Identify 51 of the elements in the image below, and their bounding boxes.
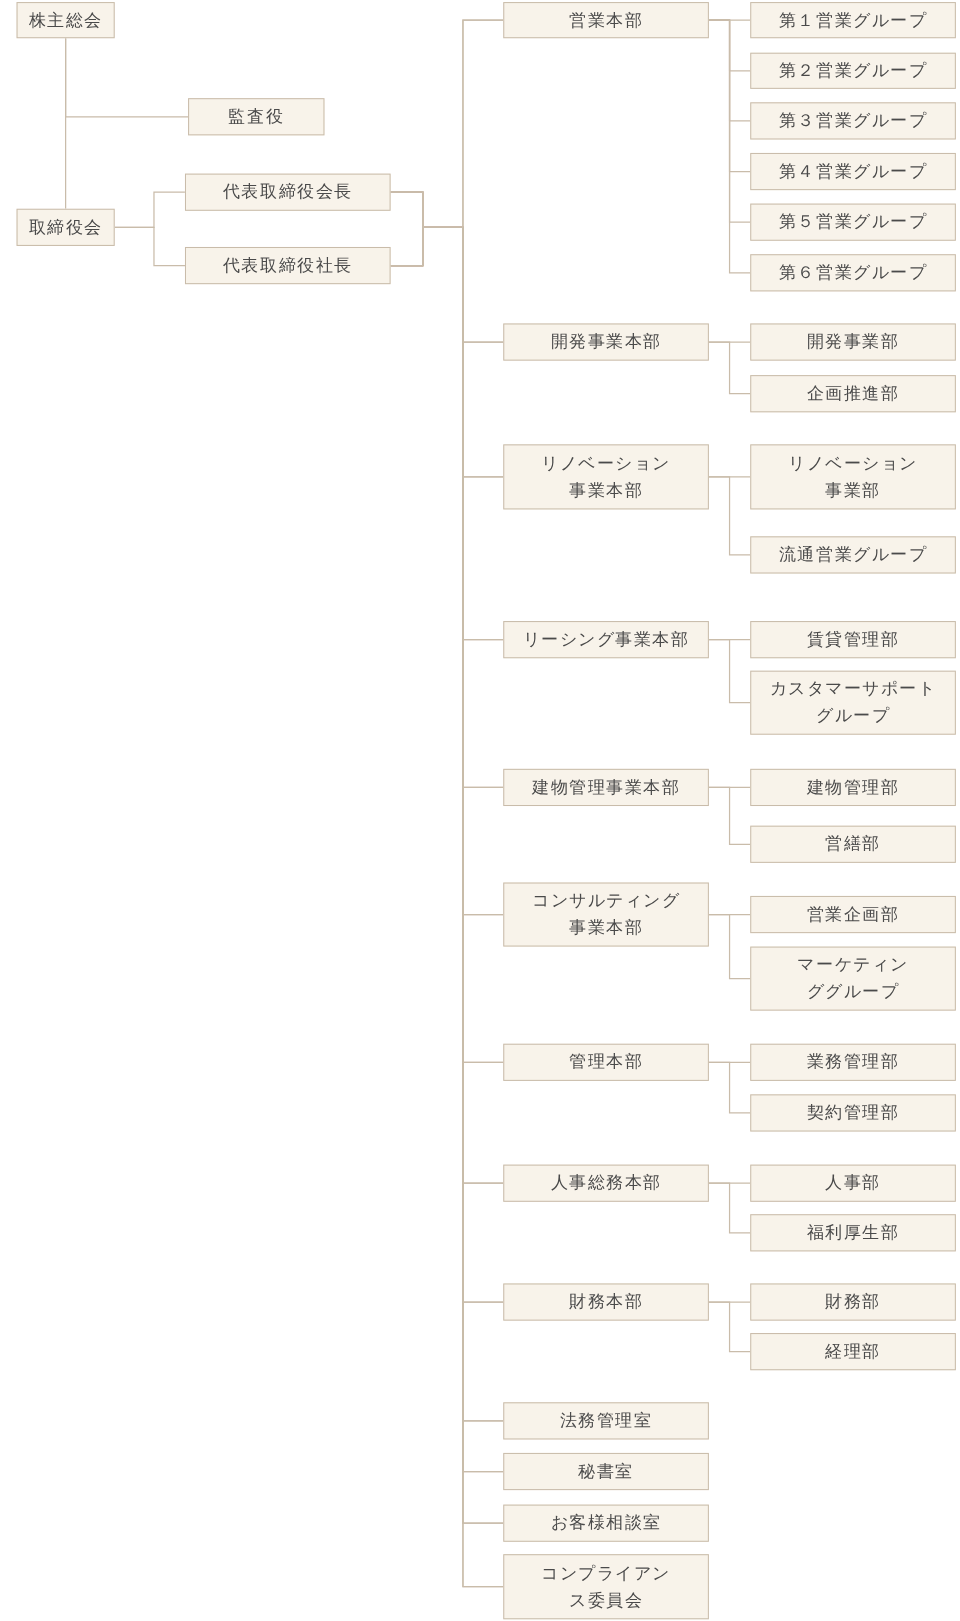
department-box: 第５営業グループ (750, 203, 956, 241)
connector-line (708, 341, 751, 395)
division-box: 管理本部 (503, 1043, 709, 1081)
department-box: 契約管理部 (750, 1094, 956, 1132)
connector-line (708, 1301, 751, 1353)
division-box: リーシング事業本部 (503, 621, 709, 659)
executive-box: 代表取締役社長 (184, 247, 391, 285)
division-box: お客様相談室 (503, 1504, 709, 1542)
department-box: 賃貸管理部 (750, 621, 956, 659)
department-box: 経理部 (750, 1333, 956, 1371)
division-box: リノベーション事業本部 (503, 444, 709, 510)
department-box: 建物管理部 (750, 768, 956, 807)
org-box: 監査役 (188, 98, 325, 136)
department-box: マーケティンググループ (750, 946, 956, 1011)
department-box: 人事部 (750, 1164, 956, 1202)
org-box: 株主総会 (16, 2, 115, 39)
department-box: 開発事業部 (750, 323, 956, 361)
department-box: 営業企画部 (750, 895, 956, 934)
connector-line (708, 913, 751, 980)
department-box: 企画推進部 (750, 375, 956, 413)
department-box: 流通営業グループ (750, 536, 956, 574)
division-box: コンサルティング事業本部 (503, 882, 709, 947)
division-box: 開発事業本部 (503, 323, 709, 361)
department-box: 第６営業グループ (750, 254, 956, 292)
department-box: 第２営業グループ (750, 52, 956, 89)
division-box: 財務本部 (503, 1283, 709, 1321)
connector-line (65, 37, 67, 210)
department-box: カスタマーサポートグループ (750, 670, 956, 735)
department-box: 第４営業グループ (750, 152, 956, 191)
department-box: 福利厚生部 (750, 1214, 956, 1252)
org-box: 取締役会 (16, 208, 115, 246)
connector-line (708, 1061, 751, 1114)
division-box: コンプライアンス委員会 (503, 1554, 709, 1620)
division-box: 人事総務本部 (503, 1164, 709, 1202)
department-box: リノベーション事業部 (750, 444, 956, 510)
department-box: 業務管理部 (750, 1043, 956, 1081)
connector-line (708, 639, 751, 704)
division-box: 営業本部 (503, 2, 709, 39)
division-box: 法務管理室 (503, 1402, 709, 1440)
connector-line (114, 226, 186, 267)
department-box: 第１営業グループ (750, 2, 956, 39)
department-box: 財務部 (750, 1283, 956, 1321)
department-box: 第３営業グループ (750, 102, 956, 140)
division-box: 建物管理事業本部 (503, 768, 709, 807)
connector-line (708, 1182, 751, 1234)
department-box: 営繕部 (750, 825, 956, 863)
executive-box: 代表取締役会長 (184, 173, 391, 211)
connector-line (708, 786, 751, 845)
division-box: 秘書室 (503, 1452, 709, 1491)
connector-line (708, 19, 751, 274)
connector-line (708, 476, 751, 556)
